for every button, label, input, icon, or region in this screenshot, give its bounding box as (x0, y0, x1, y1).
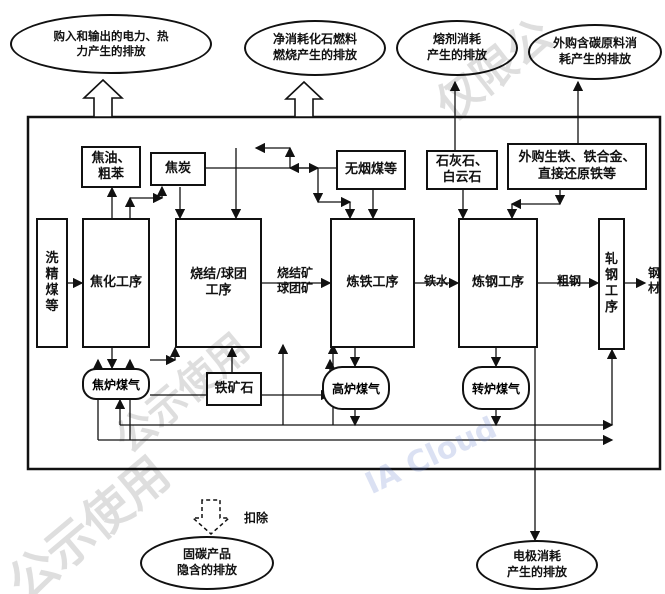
process-steel-rolling: 轧 钢 工 序 (598, 218, 625, 350)
gas-coke-oven: 焦炉煤气 (82, 368, 150, 400)
emission-fossil-fuel: 净消耗化石燃料 燃烧产生的排放 (244, 20, 386, 76)
label-crude-steel: 粗钢 (556, 274, 581, 288)
emission-electrode: 电极消耗 产生的排放 (476, 540, 598, 590)
box-limestone-dolomite: 石灰石、 白云石 (426, 150, 498, 190)
emission-fixed-carbon-products: 固碳产品 隐含的排放 (140, 536, 274, 590)
hollow-arrows-up (81, 78, 325, 118)
process-coking: 焦化工序 (82, 218, 150, 348)
dashed-hollow-arrow (191, 499, 231, 536)
process-steelmaking: 炼钢工序 (458, 218, 538, 348)
box-tar-crude-benzene: 焦油、 粗苯 (81, 146, 141, 188)
gas-converter: 转炉煤气 (462, 366, 530, 410)
process-sintering-pelletizing: 烧结/球团 工序 (175, 218, 262, 348)
box-iron-ore: 铁矿石 (206, 372, 262, 406)
system-boundary (26, 115, 662, 471)
gas-blast-furnace: 高炉煤气 (322, 366, 390, 410)
emission-electricity-heat: 购入和输出的电力、热 力产生的排放 (10, 14, 212, 74)
hollow-arrow-1 (81, 78, 125, 118)
process-ironmaking: 炼铁工序 (330, 218, 415, 348)
label-deduct: 扣除 (243, 511, 268, 525)
label-steel-products: 钢 材 (647, 266, 660, 295)
box-purchased-iron: 外购生铁、铁合金、 直接还原铁等 (507, 143, 647, 190)
emission-flux: 熔剂消耗 产生的排放 (396, 20, 518, 76)
emission-carbon-raw-material: 外购含碳原料消 耗产生的排放 (528, 24, 662, 80)
box-coke: 焦炭 (150, 152, 206, 186)
label-molten-iron: 铁水 (423, 274, 448, 288)
box-anthracite: 无烟煤等 (336, 150, 406, 190)
hollow-arrow-2 (283, 80, 325, 118)
label-sinter-pellet: 烧结矿 球团矿 (276, 266, 313, 295)
box-washed-coal: 洗 精 煤 等 (36, 218, 68, 348)
